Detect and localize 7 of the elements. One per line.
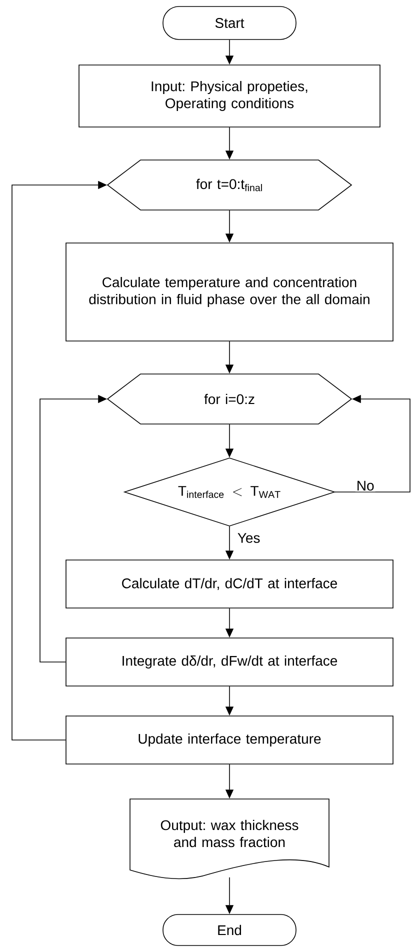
process-box: Integrate dδ/dr, dFw/dt at interface xyxy=(66,638,394,686)
edge-label: No xyxy=(355,480,376,492)
process-box: Calculate dT/dr, dC/dT at interface xyxy=(66,560,394,608)
process-box: Input: Physical propeties, Operating conditions xyxy=(78,64,380,128)
edge-label: Yes xyxy=(236,532,262,544)
process-box: Update interface temperature xyxy=(66,716,394,764)
process-box: Calculate temperature and concentration distribution in fluid phase over the all domain xyxy=(66,242,394,342)
